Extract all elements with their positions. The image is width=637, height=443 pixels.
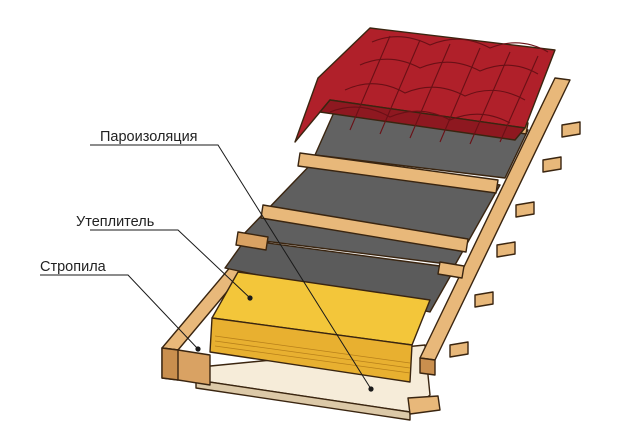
membrane-strip-2: [224, 239, 456, 313]
bottom-board-front-edge: [195, 379, 411, 421]
right-rafter-side: [419, 357, 436, 376]
left-rafter-end: [161, 347, 179, 381]
metal-tile-roofing: [294, 27, 556, 145]
insulation-texture: [214, 335, 411, 374]
label-rafters: Стропила: [40, 259, 107, 275]
bottom-plank: [407, 395, 441, 415]
label-vapor-barrier: Пароизоляция: [100, 129, 198, 145]
label-insulation: Утеплитель: [76, 214, 154, 230]
rafters-leader: [40, 274, 199, 350]
vapor-barrier-leader: [90, 144, 372, 390]
batten-ends-right: [449, 121, 581, 358]
insulation-leader: [90, 229, 251, 299]
